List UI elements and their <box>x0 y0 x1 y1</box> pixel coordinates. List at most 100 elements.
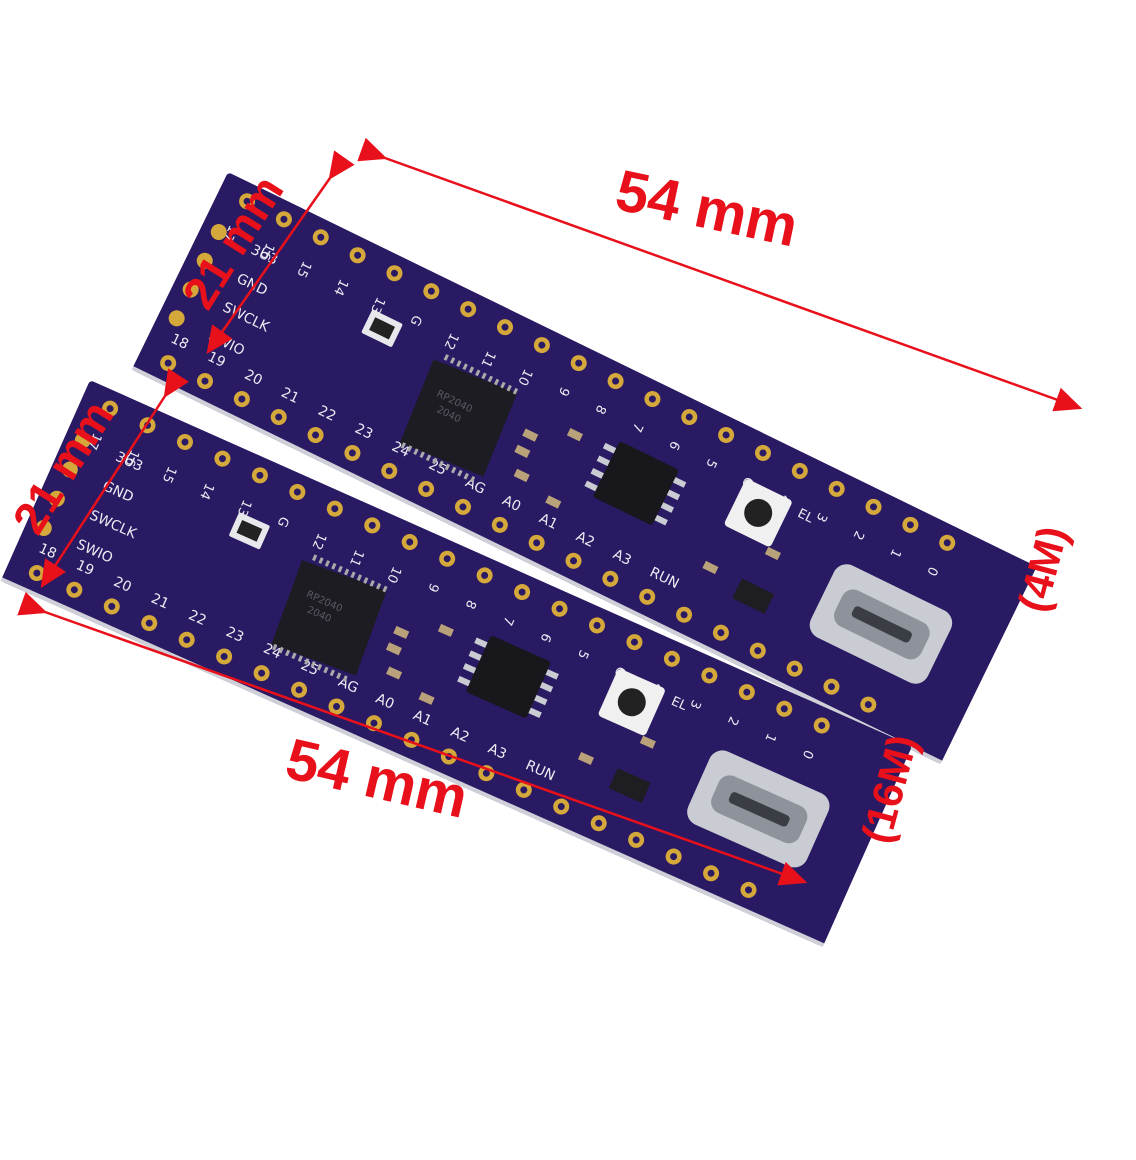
pin-label: 10 <box>383 564 403 585</box>
pad-hole <box>218 455 226 463</box>
mcu-pin <box>406 445 413 452</box>
pad-hole <box>722 431 730 439</box>
flash-pin <box>602 442 617 454</box>
pin-label: AG <box>463 475 488 498</box>
flash-pin <box>660 502 675 513</box>
mcu-pin <box>363 577 369 584</box>
mcu-pin <box>344 568 350 576</box>
pin-label: 22 <box>315 403 338 425</box>
pin-label: 23 <box>352 421 375 443</box>
pad-hole <box>685 413 693 421</box>
pad-hole <box>238 395 246 403</box>
flash-pin <box>590 468 604 479</box>
smd-capacitor <box>522 428 539 442</box>
mcu-pin <box>469 475 476 483</box>
flash-pin <box>672 477 687 488</box>
bottom-width-arrow <box>40 368 190 589</box>
pin-label: A1 <box>536 511 560 533</box>
mcu-pin <box>369 580 375 587</box>
smd-capacitor <box>702 560 719 575</box>
pad-hole <box>256 471 264 479</box>
smd-capacitor <box>513 468 530 483</box>
pin-label: 19 <box>205 349 228 371</box>
pad-hole <box>570 557 578 565</box>
pad-hole <box>385 467 393 475</box>
pad-hole <box>870 503 878 511</box>
pad-hole <box>368 521 376 529</box>
usb-c-tongue <box>851 606 912 643</box>
pad <box>168 310 185 327</box>
pin-label: 13 <box>234 497 254 518</box>
pad-hole <box>943 539 951 547</box>
pin-label: 12 <box>308 531 328 552</box>
pin-label: A3 <box>610 547 634 569</box>
button-label: EL <box>795 506 816 527</box>
mcu-pin <box>382 585 388 593</box>
mcu-pin <box>450 466 457 474</box>
pad-hole <box>496 521 504 529</box>
flash-pin <box>584 480 598 492</box>
pad-hole <box>459 503 467 511</box>
pad-hole <box>293 488 301 496</box>
pad-hole <box>533 539 541 547</box>
mcu-pin <box>444 463 451 471</box>
mcu-pin <box>356 574 362 582</box>
pad-hole <box>331 505 339 513</box>
smd-capacitor <box>545 495 562 509</box>
pad-hole <box>481 571 489 579</box>
pad-hole <box>422 485 430 493</box>
pin-label: 21 <box>279 385 302 407</box>
pad-hole <box>33 569 41 577</box>
boot-button-cap <box>744 498 773 527</box>
pin-label: A0 <box>500 493 524 515</box>
flash-pin <box>666 489 681 501</box>
mcu-pin <box>312 554 318 562</box>
pad-hole <box>606 575 614 583</box>
pad-hole <box>818 721 826 729</box>
pad-hole <box>759 449 767 457</box>
pad-hole <box>864 701 872 709</box>
pin-label: A2 <box>573 529 597 551</box>
pad-hole <box>312 431 320 439</box>
mcu-pin <box>463 472 469 480</box>
smd-capacitor <box>566 428 584 442</box>
pad-hole <box>275 413 283 421</box>
pad-hole <box>906 521 914 529</box>
mcu-pin <box>375 582 382 590</box>
bottom-length-arrow <box>17 591 808 886</box>
top-width-arrow <box>206 150 355 355</box>
flash-pin <box>596 455 611 467</box>
pad <box>182 281 199 298</box>
mcu-pin <box>324 560 331 567</box>
pin-label: 18 <box>168 331 191 353</box>
mcu-pin <box>413 448 419 456</box>
mcu-pin <box>350 571 356 579</box>
pad-hole <box>348 449 356 457</box>
pin-label: 14 <box>196 481 216 502</box>
mcu-pin <box>400 442 406 449</box>
mcu-pin <box>318 557 324 564</box>
pin-label: 11 <box>346 547 366 568</box>
mcu-pin <box>337 565 343 573</box>
mcu-pin <box>438 460 444 468</box>
pad-hole <box>833 485 841 493</box>
pad-hole <box>406 538 414 546</box>
pad-hole <box>827 683 835 691</box>
pad-hole <box>443 555 451 563</box>
smd-capacitor <box>514 444 531 458</box>
mcu-pin <box>457 469 463 477</box>
top-length-arrow <box>357 137 1083 412</box>
sensor-chip-core <box>236 520 263 542</box>
mcu-pin <box>425 454 432 462</box>
flash-chip <box>593 441 679 525</box>
pad-hole <box>745 886 753 894</box>
pin-label: 20 <box>242 367 265 389</box>
flash-pin <box>654 514 668 526</box>
mcu-pin <box>331 562 337 570</box>
pad-hole <box>201 377 209 385</box>
mcu-pin <box>419 451 425 459</box>
pad-hole <box>796 467 804 475</box>
mcu-pin <box>432 457 438 465</box>
